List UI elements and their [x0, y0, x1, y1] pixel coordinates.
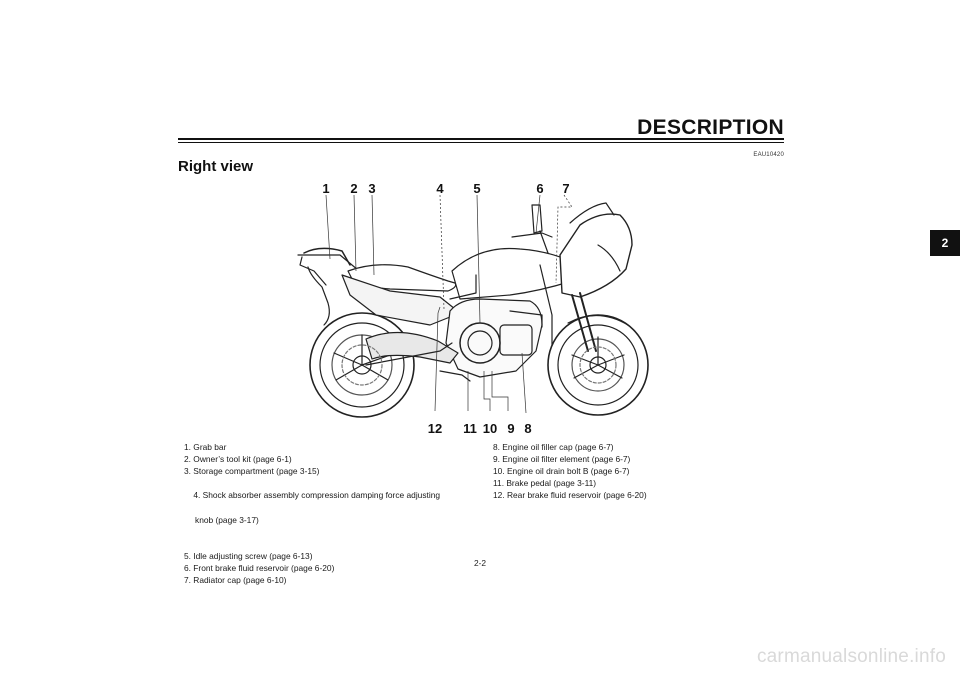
- rear-wheel: [309, 312, 415, 418]
- legend-item: 9. Engine oil filter element (page 6-7): [493, 454, 631, 465]
- legend-right: 8. Engine oil filler cap (page 6-7) 9. E…: [493, 441, 773, 501]
- legend-left: 1. Grab bar 2. Owner’s tool kit (page 6-…: [184, 441, 474, 586]
- callout-2: 2: [350, 181, 358, 196]
- callout-5: 5: [473, 181, 481, 196]
- legend-item: 3. Storage compartment (page 3-15): [184, 466, 320, 477]
- legend-item: 1. Grab bar: [184, 442, 227, 452]
- chapter-tab[interactable]: 2: [930, 230, 960, 256]
- callout-6: 6: [536, 181, 544, 196]
- watermark: carmanualsonline.info: [756, 646, 946, 667]
- front-wheel: [547, 314, 649, 416]
- callout-9: 9: [507, 421, 515, 436]
- callout-7: 7: [562, 181, 570, 196]
- legend-item: 8. Engine oil filler cap (page 6-7): [493, 442, 614, 452]
- header-rule: [178, 138, 784, 140]
- legend-item: 5. Idle adjusting screw (page 6-13): [184, 550, 313, 561]
- legend-item: 4. Shock absorber assembly compression d…: [184, 477, 474, 550]
- callout-1: 1: [322, 181, 330, 196]
- legend-item-line: 4. Shock absorber assembly compression d…: [193, 490, 441, 501]
- legend-item: 7. Radiator cap (page 6-10): [184, 575, 287, 586]
- callout-3: 3: [368, 181, 376, 196]
- legend-item: 12. Rear brake fluid reservoir (page 6-2…: [493, 490, 647, 501]
- legend-item-continuation: knob (page 3-17): [195, 514, 259, 525]
- callout-4: 4: [436, 181, 444, 196]
- callout-8: 8: [524, 421, 532, 436]
- document-code: EAU10420: [753, 152, 784, 158]
- section-title: Right view: [178, 158, 254, 175]
- motorcycle-illustration: [297, 194, 649, 418]
- callout-11: 11: [463, 421, 477, 436]
- header-rule-thin: [178, 142, 784, 143]
- page-title: DESCRIPTION: [637, 116, 784, 139]
- callout-12: 12: [427, 421, 443, 436]
- callout-10: 10: [482, 421, 498, 436]
- page-number: 2-2: [473, 558, 487, 568]
- legend-item: 11. Brake pedal (page 3-11): [493, 478, 597, 489]
- legend-item: 2. Owner’s tool kit (page 6-1): [184, 454, 292, 465]
- legend-item: 10. Engine oil drain bolt B (page 6-7): [493, 466, 630, 477]
- legend-item: 6. Front brake fluid reservoir (page 6-2…: [184, 562, 335, 573]
